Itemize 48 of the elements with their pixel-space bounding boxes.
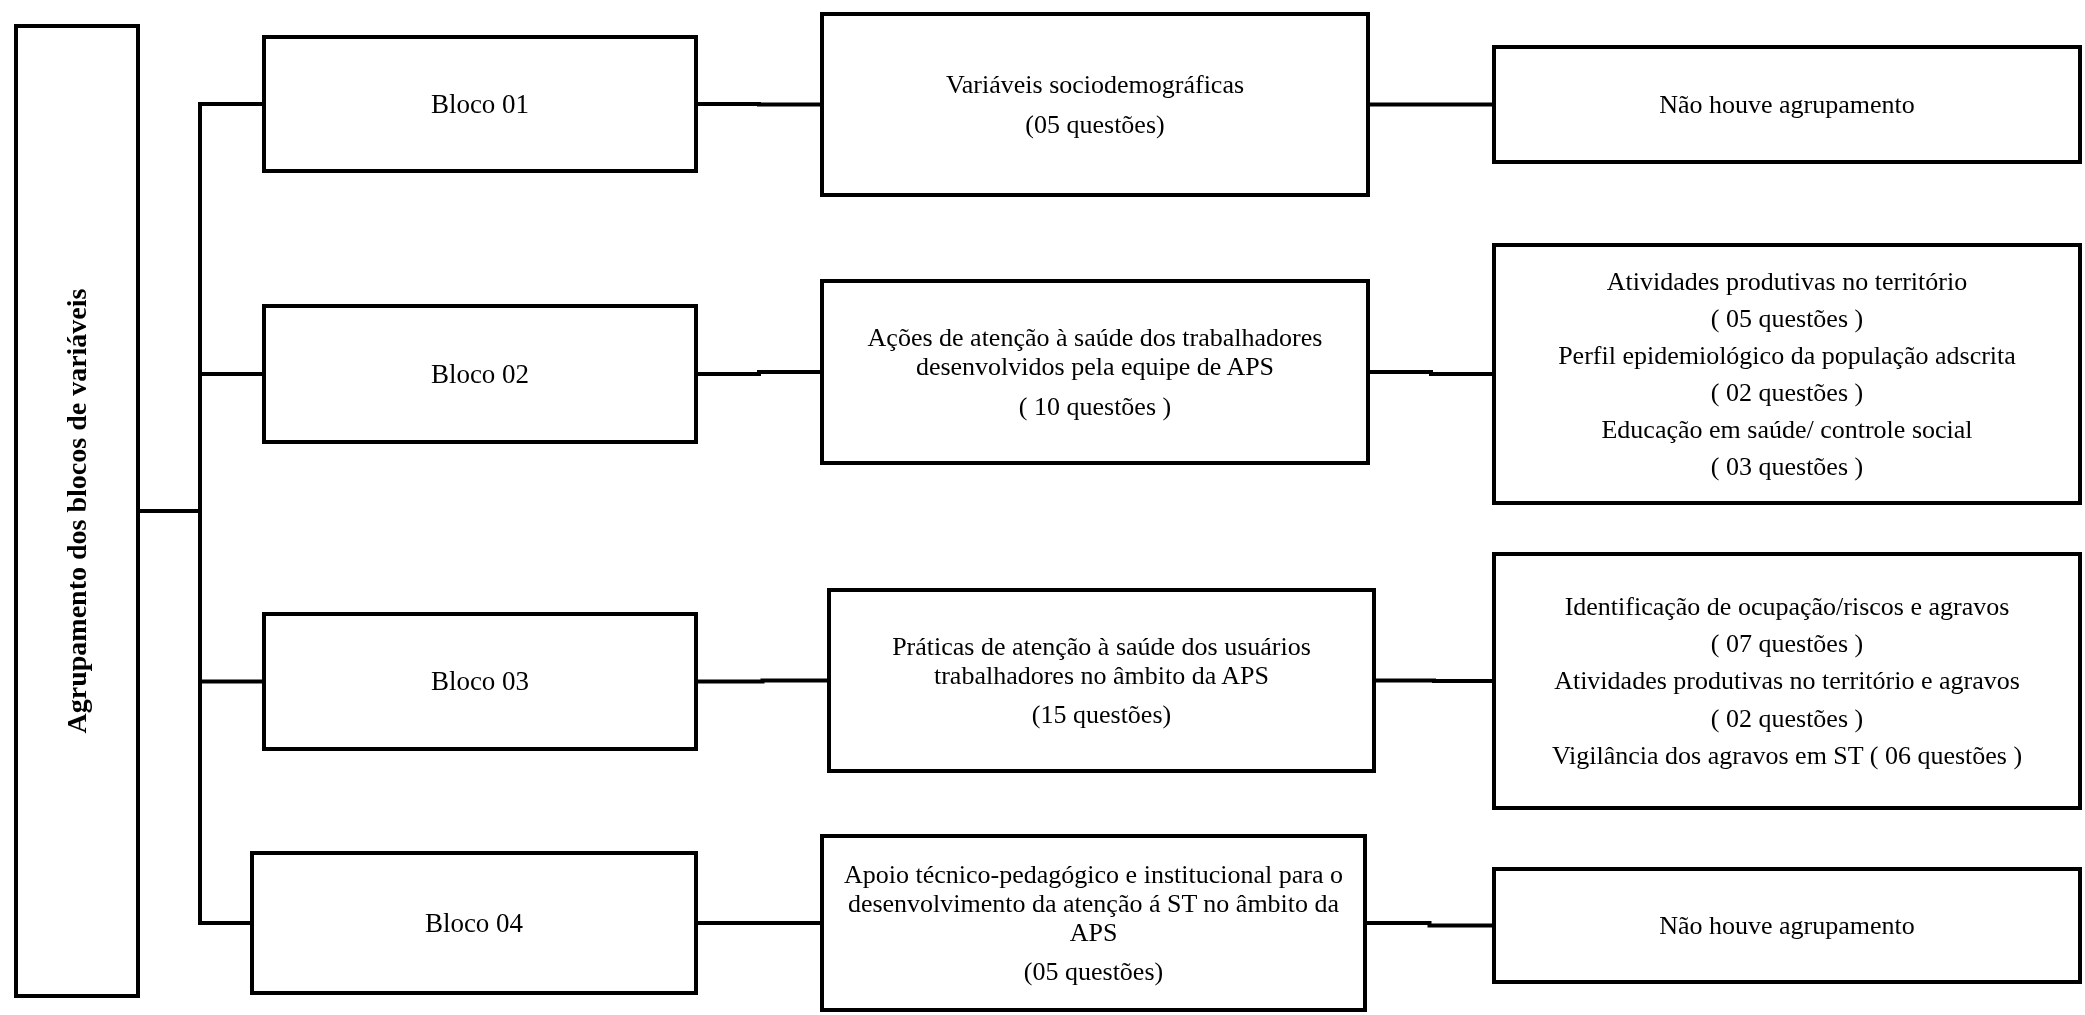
connector-line [698,678,827,684]
connector-line [698,370,820,376]
subgroup-text: Atividades produtivas no território e agravos [1554,666,2020,696]
subgroup-text: Não houve agrupamento [1659,89,1915,120]
subgroup-text: ( 03 questões ) [1710,452,1864,482]
block-box [262,304,698,444]
category-text: (15 questões) [1031,700,1172,730]
category-box [820,12,1370,197]
subgroup-text: Identificação de ocupação/riscos e agravos [1564,592,2010,622]
subgroup-text: ( 07 questões ) [1710,629,1864,659]
block-label: Bloco 01 [430,88,530,120]
block-box [262,612,698,751]
block-box [250,851,698,995]
category-box [827,588,1376,773]
subgroup-text: Atividades produtivas no território [1606,266,1968,296]
subgroup-text: ( 02 questões ) [1710,378,1864,408]
block-box [262,35,698,173]
subgroup-text: Não houve agrupamento [1659,910,1915,941]
connector-line [1370,370,1492,376]
category-text: Ações de atenção à saúde dos trabalhadores desenvolvidos pela equipe de APS [866,323,1324,382]
subgroup-box [1492,867,2082,984]
subgroup-text: ( 05 questões ) [1710,303,1864,333]
subgroup-text: Educação em saúde/ controle social [1601,415,1973,445]
connector-line [698,921,820,925]
connector-line [698,102,820,107]
category-text: Apoio técnico-pedagógico e institucional para o desenvolvimento da atenção á ST no âmbito da APS [843,859,1344,948]
subgroup-text: Perfil epidemiológico da população adscrita [1558,340,2016,370]
category-text: (05 questões) [1025,109,1165,139]
connector-line [1367,921,1492,928]
category-box [820,279,1370,465]
category-text: ( 10 questões ) [1018,391,1172,421]
connector-line [140,509,250,925]
root-box [14,24,140,998]
connector-line [1376,678,1492,683]
category-text: Práticas de atenção à saúde dos usuários trabalhadores no âmbito da APS [891,631,1312,691]
category-text: (05 questões) [1023,957,1164,987]
root-label: Agrupamento dos blocos de variáveis [61,288,93,734]
block-label: Bloco 02 [430,358,530,390]
category-text: Variáveis sociodemográficas [945,70,1245,100]
subgroup-box [1492,45,2082,164]
connector-line [1370,102,1492,107]
subgroup-box [1492,243,2082,505]
block-label: Bloco 03 [430,666,530,697]
subgroup-text: Vigilância dos agravos em ST ( 06 questões ) [1551,740,2023,770]
block-label: Bloco 04 [424,907,524,939]
subgroup-text: ( 02 questões ) [1710,703,1864,733]
category-box [820,834,1367,1012]
subgroup-box [1492,552,2082,810]
